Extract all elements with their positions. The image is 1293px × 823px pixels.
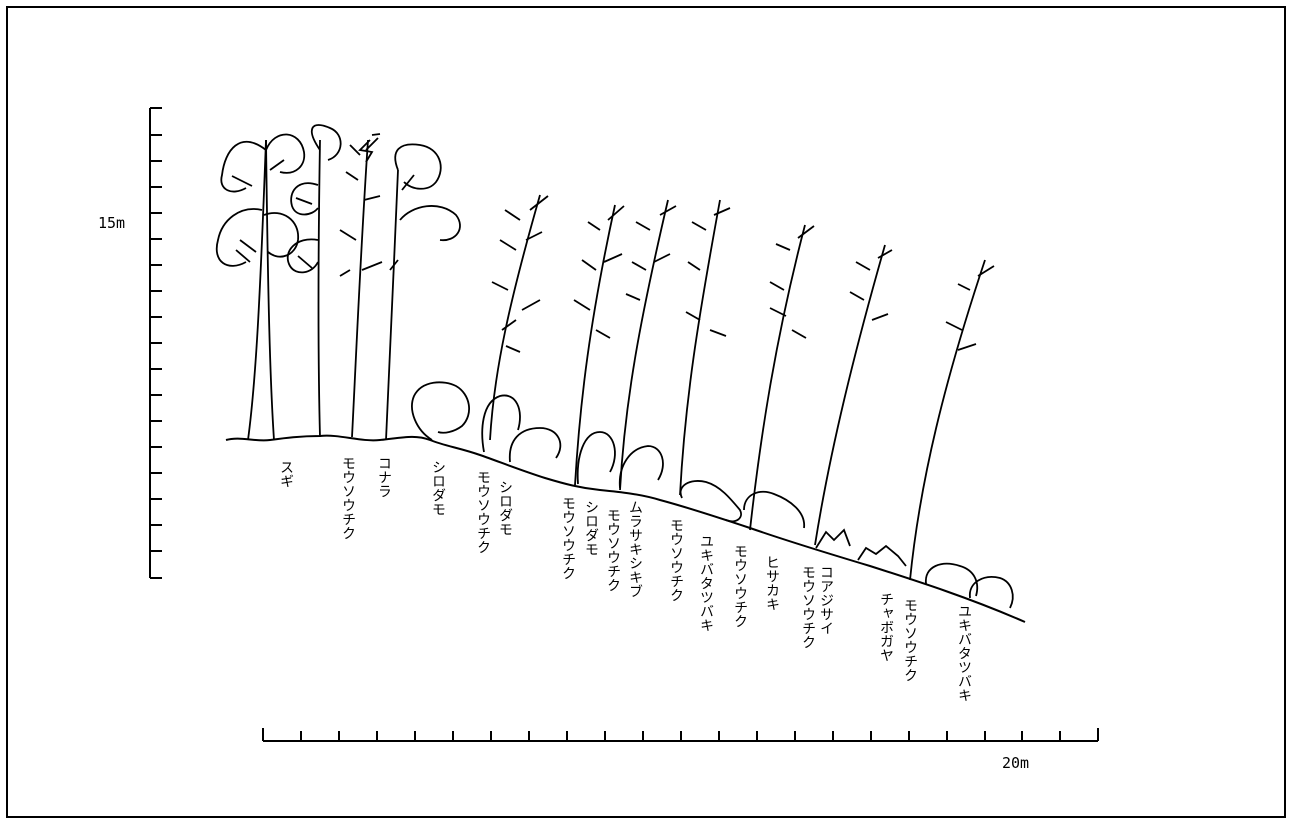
species-label: コアジサイ xyxy=(818,565,833,635)
species-label: モウソウチク xyxy=(475,470,490,554)
species-label: ムラサキシキブ xyxy=(627,500,642,598)
tree-sugi xyxy=(217,134,305,440)
species-label: ヒサカキ xyxy=(764,555,779,611)
tree-mousouchiku-1 xyxy=(288,125,341,437)
species-label: モウソウチク xyxy=(732,544,747,628)
species-label: シロダモ xyxy=(430,460,445,516)
species-label: モウソウチク xyxy=(340,456,355,540)
species-label: モウソウチク xyxy=(605,508,620,592)
species-label: モウソウチク xyxy=(560,496,575,580)
species-label: シロダモ xyxy=(497,480,512,536)
species-label: スギ xyxy=(278,460,293,488)
horizontal-scale-bar xyxy=(263,728,1098,741)
tree-shirodamo-1 xyxy=(386,144,460,440)
species-label: ユキバタツバキ xyxy=(698,534,713,632)
vertical-scale-bar xyxy=(150,108,162,578)
species-label: チャボガヤ xyxy=(878,592,893,662)
species-label: モウソウチク xyxy=(902,598,917,682)
species-label: コナラ xyxy=(376,456,391,498)
species-label: ユキバタツバキ xyxy=(956,604,971,702)
species-label: モウソウチク xyxy=(668,518,683,602)
tree-konara xyxy=(340,134,382,437)
species-label: シロダモ xyxy=(583,500,598,556)
species-label: モウソウチク xyxy=(800,565,815,649)
vertical-scale-label: 15m xyxy=(98,214,125,232)
horizontal-scale-label: 20m xyxy=(1002,754,1029,772)
